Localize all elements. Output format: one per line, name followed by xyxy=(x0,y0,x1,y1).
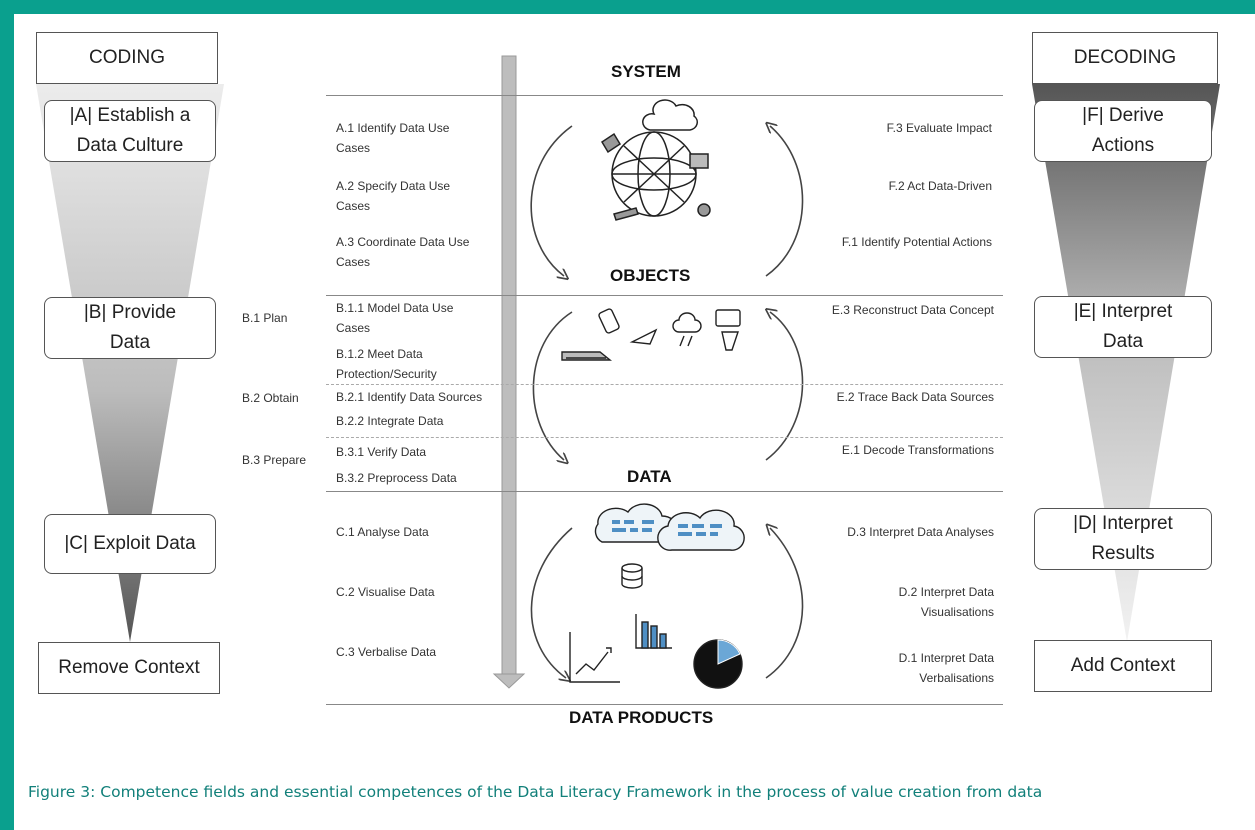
decoding-header: DECODING xyxy=(1032,32,1218,84)
diagram-graphics xyxy=(36,55,1220,689)
field-e-box: |E| Interpret Data xyxy=(1034,296,1212,358)
competence-b22: B.2.2 Integrate Data xyxy=(336,414,444,428)
competence-b21: B.2.1 Identify Data Sources xyxy=(336,390,483,404)
level-system: SYSTEM xyxy=(611,62,681,81)
level-data-products: DATA PRODUCTS xyxy=(569,708,714,727)
level-separator-data xyxy=(326,491,1003,492)
cycle-arrow-right-system xyxy=(766,126,804,277)
competence-b31: B.3.1 Verify Data xyxy=(336,445,427,459)
group-b1-plan: B.1 Plan xyxy=(242,311,288,325)
competence-b12: B.1.2 Meet Data Protection/Security xyxy=(336,347,437,381)
remove-context-box: Remove Context xyxy=(38,642,220,694)
competence-f1: F.1 Identify Potential Actions xyxy=(841,235,992,249)
competence-d1: D.1 Interpret Data Verbalisations xyxy=(898,651,994,685)
competence-f2: F.2 Act Data-Driven xyxy=(888,179,992,193)
field-a-box: |A| Establish a Data Culture xyxy=(44,100,216,162)
cycle-arrow-left-system xyxy=(530,125,573,276)
field-d-box: |D| Interpret Results xyxy=(1034,508,1212,570)
group-b2-obtain: B.2 Obtain xyxy=(242,391,299,405)
coding-funnel xyxy=(36,84,224,642)
cycle-arrow-left-data xyxy=(530,527,573,678)
cycle-arrow-right-data xyxy=(766,528,804,679)
competence-c2: C.2 Visualise Data xyxy=(336,585,435,599)
level-objects: OBJECTS xyxy=(610,266,691,285)
competence-e2: E.2 Trace Back Data Sources xyxy=(836,390,994,404)
competence-a2: A.2 Specify Data Use Cases xyxy=(336,179,451,213)
competence-c3: C.3 Verbalise Data xyxy=(336,645,437,659)
process-arrow-head xyxy=(492,673,526,689)
group-separator-b2 xyxy=(326,437,1003,438)
competence-d3: D.3 Interpret Data Analyses xyxy=(847,525,994,539)
field-f-box: |F| Derive Actions xyxy=(1034,100,1212,162)
coding-header: CODING xyxy=(36,32,218,84)
group-b3-prepare: B.3 Prepare xyxy=(242,453,307,467)
system-illustration xyxy=(600,99,711,221)
add-context-box: Add Context xyxy=(1034,640,1212,692)
data-illustration xyxy=(594,503,745,589)
field-b-box: |B| Provide Data xyxy=(44,297,216,359)
competence-e1: E.1 Decode Transformations xyxy=(841,443,994,457)
competence-f3: F.3 Evaluate Impact xyxy=(886,121,992,135)
level-data: DATA xyxy=(627,467,672,486)
competence-a3: A.3 Coordinate Data Use Cases xyxy=(336,235,470,269)
competence-c1: C.1 Analyse Data xyxy=(336,525,429,539)
objects-illustration xyxy=(561,308,741,361)
group-separator-b1 xyxy=(326,384,1003,385)
competence-b11: B.1.1 Model Data Use Cases xyxy=(336,301,454,335)
competence-a1: A.1 Identify Data Use Cases xyxy=(336,121,450,155)
field-c-box: |C| Exploit Data xyxy=(44,514,216,574)
competence-b32: B.3.2 Preprocess Data xyxy=(336,471,457,485)
process-arrow-shaft xyxy=(501,55,517,677)
figure-frame: CODING |A| Establish a Data Culture |B| … xyxy=(14,14,1255,830)
level-separator-system xyxy=(326,95,1003,96)
decoding-funnel xyxy=(1032,84,1220,642)
level-separator-data-products xyxy=(326,704,1003,705)
data-products-illustration xyxy=(569,614,743,689)
competence-e3: E.3 Reconstruct Data Concept xyxy=(831,303,994,317)
level-separator-objects xyxy=(326,295,1003,296)
competence-d2: D.2 Interpret Data Visualisations xyxy=(898,585,994,619)
figure-caption: Figure 3: Competence fields and essentia… xyxy=(28,783,1043,801)
